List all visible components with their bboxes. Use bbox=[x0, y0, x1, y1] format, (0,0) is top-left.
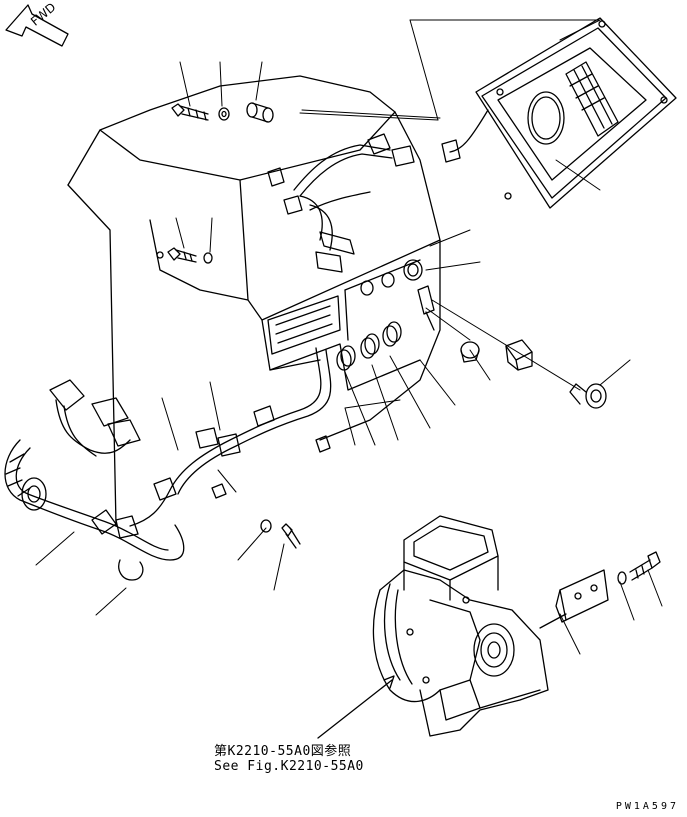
drawing-code: PW1A597 bbox=[615, 801, 679, 812]
leader-lines bbox=[35, 19, 663, 655]
wiring-harness-icon bbox=[4, 133, 415, 581]
cap-icon bbox=[460, 339, 533, 371]
bolt-left-icon bbox=[167, 247, 197, 263]
cab-console-icon bbox=[67, 75, 441, 526]
knob-icon bbox=[336, 321, 402, 371]
reference-arrow bbox=[317, 675, 395, 739]
washer-left-icon bbox=[203, 252, 213, 264]
bolt-bottom-icon bbox=[260, 519, 301, 549]
bolt-top-icon bbox=[171, 103, 209, 121]
washer-right-icon bbox=[617, 571, 627, 585]
reference-text-japanese: 第K2210-55A0図参照 bbox=[214, 744, 352, 759]
washer-top-icon bbox=[218, 107, 230, 121]
reference-text-english: See Fig.K2210-55A0 bbox=[214, 759, 364, 774]
bolt-right-icon bbox=[629, 551, 661, 581]
heater-blower-unit-icon bbox=[372, 515, 549, 737]
switch-icon bbox=[417, 285, 435, 331]
grommet-icon bbox=[569, 383, 607, 409]
spacer-icon bbox=[246, 102, 274, 123]
monitor-panel-icon bbox=[441, 17, 677, 209]
bracket-icon bbox=[539, 569, 609, 629]
switch-leader bbox=[425, 299, 581, 391]
fwd-arrow-icon bbox=[5, 4, 69, 47]
